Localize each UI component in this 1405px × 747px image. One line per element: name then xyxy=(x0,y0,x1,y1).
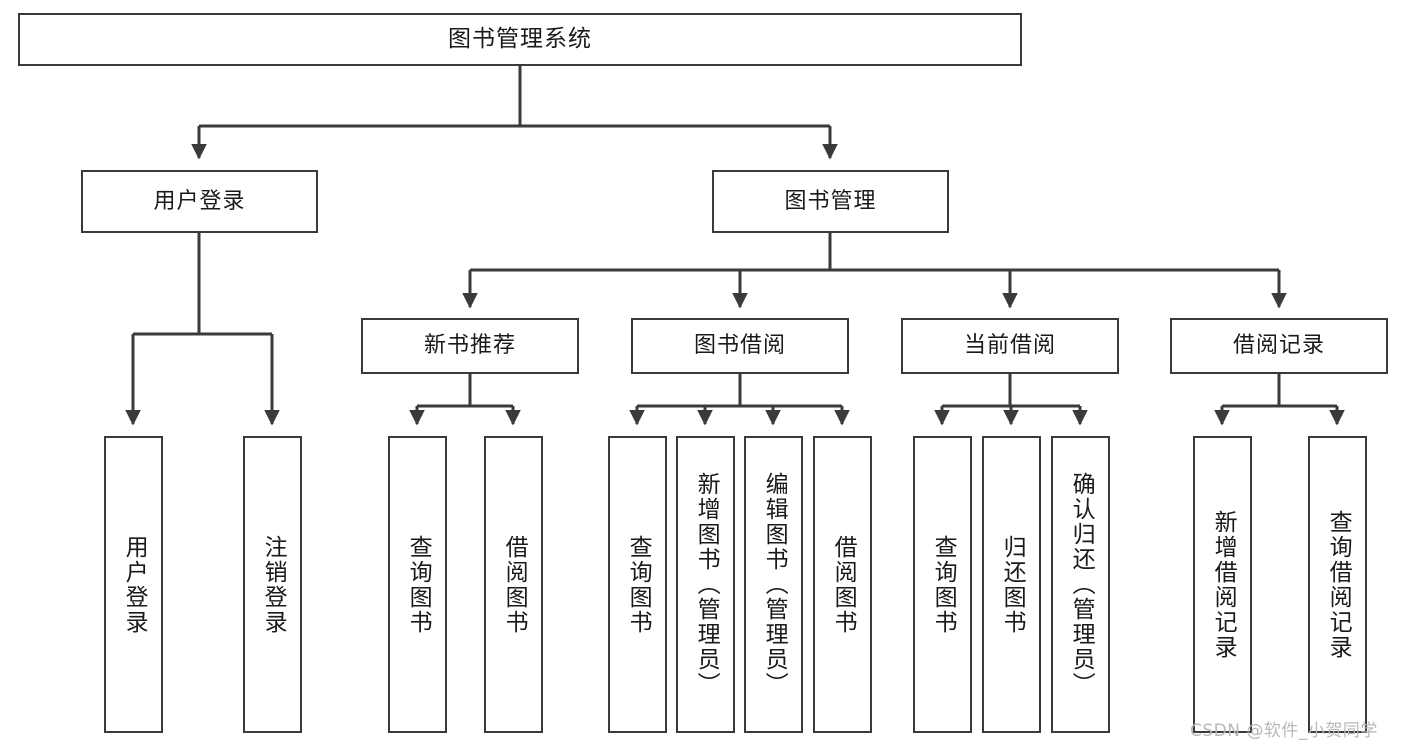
leaf-book-borrow-query[interactable]: 查询图书 xyxy=(608,436,667,733)
leaf-book-borrow-borrow[interactable]: 借阅图书 xyxy=(813,436,872,733)
node-current-borrow[interactable]: 当前借阅 xyxy=(901,318,1119,374)
node-label: 查询图书 xyxy=(405,534,432,635)
node-label: 用户登录 xyxy=(153,188,246,214)
leaf-book-borrow-edit[interactable]: 编辑图书（管理员） xyxy=(744,436,803,733)
node-label: 确认归还（管理员） xyxy=(1068,472,1095,697)
node-book-borrow[interactable]: 图书借阅 xyxy=(631,318,849,374)
node-label: 借阅记录 xyxy=(1232,333,1325,359)
node-label: 新书推荐 xyxy=(423,333,516,359)
watermark-text: CSDN @软件_小贺同学 xyxy=(1190,721,1378,741)
node-label: 查询图书 xyxy=(625,534,652,635)
leaf-current-borrow-return[interactable]: 归还图书 xyxy=(982,436,1041,733)
leaf-borrow-record-add[interactable]: 新增借阅记录 xyxy=(1193,436,1252,733)
node-label: 用户登录 xyxy=(121,534,148,635)
leaf-user-login-signin[interactable]: 用户登录 xyxy=(104,436,163,733)
node-label: 新增借阅记录 xyxy=(1210,509,1237,660)
leaf-new-book-query[interactable]: 查询图书 xyxy=(388,436,447,733)
node-label: 归还图书 xyxy=(999,534,1026,635)
leaf-current-borrow-query[interactable]: 查询图书 xyxy=(913,436,972,733)
node-root-system[interactable]: 图书管理系统 xyxy=(18,13,1022,66)
leaf-current-borrow-confirm-return[interactable]: 确认归还（管理员） xyxy=(1051,436,1110,733)
node-label: 借阅图书 xyxy=(830,534,857,635)
node-label: 图书管理 xyxy=(784,188,877,214)
node-label: 编辑图书（管理员） xyxy=(761,472,788,697)
node-label: 借阅图书 xyxy=(501,534,528,635)
node-label: 新增图书（管理员） xyxy=(693,472,720,697)
node-book-management[interactable]: 图书管理 xyxy=(712,170,949,233)
leaf-user-login-signout[interactable]: 注销登录 xyxy=(243,436,302,733)
leaf-new-book-borrow[interactable]: 借阅图书 xyxy=(484,436,543,733)
node-label: 注销登录 xyxy=(260,534,287,635)
leaf-book-borrow-add[interactable]: 新增图书（管理员） xyxy=(676,436,735,733)
node-label: 图书管理系统 xyxy=(448,25,592,52)
node-borrow-record[interactable]: 借阅记录 xyxy=(1170,318,1388,374)
node-user-login[interactable]: 用户登录 xyxy=(81,170,318,233)
node-new-book-recommend[interactable]: 新书推荐 xyxy=(361,318,579,374)
node-label: 查询图书 xyxy=(930,534,957,635)
leaf-borrow-record-query[interactable]: 查询借阅记录 xyxy=(1308,436,1367,733)
node-label: 查询借阅记录 xyxy=(1325,509,1352,660)
node-label: 图书借阅 xyxy=(693,333,786,359)
node-label: 当前借阅 xyxy=(963,333,1056,359)
